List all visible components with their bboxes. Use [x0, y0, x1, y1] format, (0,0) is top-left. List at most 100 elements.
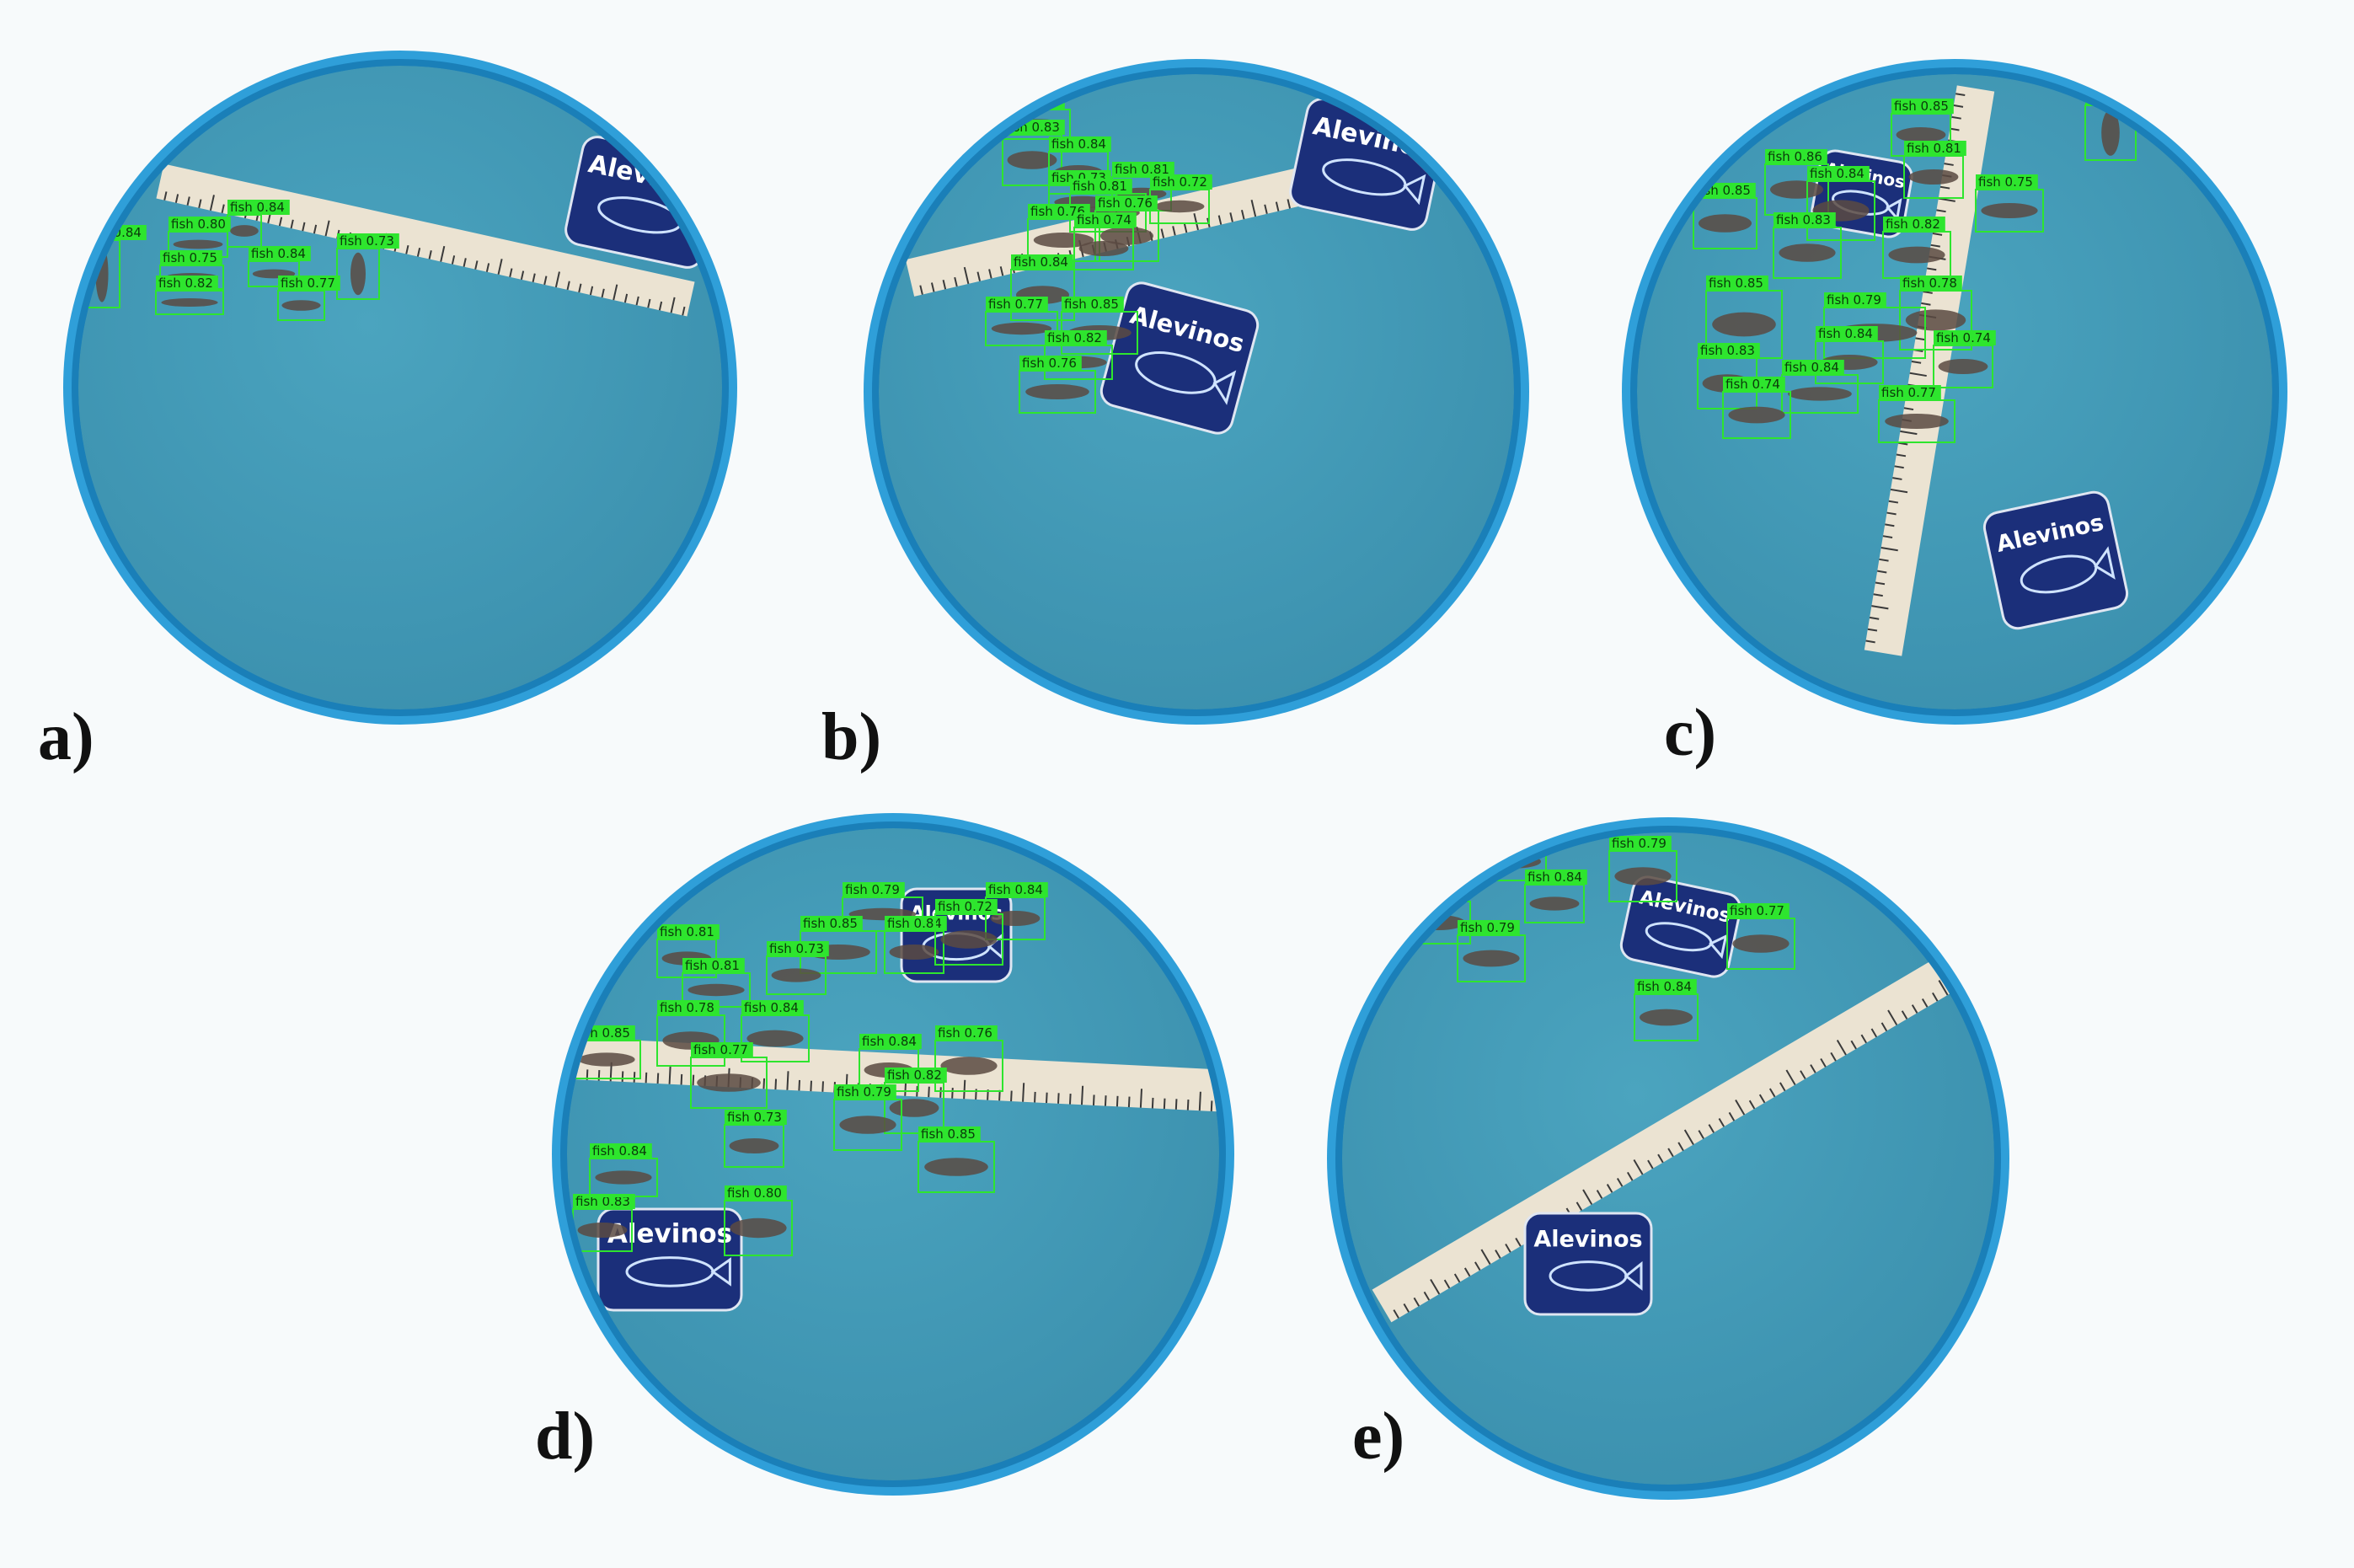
detection: fish 0.74	[1073, 212, 1137, 270]
fish	[991, 322, 1052, 335]
detection: fish 0.81	[1903, 141, 1966, 199]
fish	[1712, 312, 1776, 337]
detection-label: fish 0.78	[1902, 276, 1957, 291]
detection-label-bg	[741, 1000, 804, 1015]
detection: fish 0.73	[336, 233, 399, 300]
detection-label-bg	[573, 1194, 635, 1209]
detection-label: fish 0.84	[862, 1034, 917, 1049]
detection-label: fish 0.77	[693, 1042, 748, 1057]
fish	[1025, 384, 1089, 399]
detection: fish 0.84	[741, 1000, 810, 1062]
detection: fish 0.85	[800, 916, 877, 974]
detection-label: fish 0.72	[938, 899, 992, 914]
fish	[578, 1052, 635, 1067]
detection: fish 0.83	[572, 1194, 635, 1252]
detection-label: fish 0.77	[1730, 903, 1784, 918]
detection-label: fish 0.79	[837, 1084, 891, 1100]
detection-label-bg	[337, 233, 399, 249]
detection: fish 0.77	[277, 276, 340, 321]
detection-label: fish 0.84	[1527, 870, 1582, 885]
fish	[1728, 406, 1785, 424]
fish	[1100, 227, 1153, 245]
detection-label: fish 0.83	[1700, 343, 1755, 358]
detection-label-bg	[1011, 254, 1073, 270]
detection-label: fish 0.80	[727, 1185, 782, 1201]
detection-label-bg	[935, 1025, 998, 1041]
detection-label: fish 0.81	[685, 958, 740, 973]
detection-label: fish 0.77	[281, 276, 335, 291]
detection: fish 0.85	[1891, 99, 1954, 157]
detection-label: fish 0.84	[1051, 136, 1106, 152]
detection-label: fish 0.74	[1077, 212, 1132, 227]
fish	[729, 1138, 779, 1153]
detection-label-bg	[1727, 903, 1790, 918]
fish	[1905, 309, 1966, 331]
fish	[1078, 241, 1129, 256]
fish	[230, 225, 259, 237]
detection-label: fish 0.85	[1709, 276, 1763, 291]
fish	[940, 930, 998, 949]
detection-label: fish 0.76	[1098, 195, 1153, 211]
detection-label-bg	[1019, 356, 1082, 371]
detection-label-bg	[1045, 330, 1107, 345]
fish	[889, 945, 939, 960]
panel-c-label: c)	[1664, 696, 1717, 770]
detection-label-bg	[1807, 166, 1870, 181]
detection-label-bg	[278, 276, 340, 291]
detection-label-bg	[1112, 162, 1174, 177]
detection-label-bg	[843, 882, 905, 897]
detection-label-bg	[1891, 99, 1954, 114]
detection-label: fish 0.82	[1047, 330, 1102, 345]
detection-label-bg	[859, 1034, 922, 1049]
detection-label-bg	[918, 1126, 981, 1142]
detection: fish 0.84	[248, 246, 311, 287]
detection-label-bg	[1765, 149, 1827, 164]
detection: fish 0.76	[934, 1025, 1003, 1092]
svg-text:Alevinos: Alevinos	[607, 1219, 732, 1250]
fish	[1614, 867, 1672, 886]
detection-label: fish 0.81	[1907, 141, 1961, 156]
detection-label-bg	[1883, 217, 1945, 232]
detection-label: fish 0.72	[1153, 174, 1207, 190]
detection: fish 0.77	[985, 297, 1058, 346]
detection-label: fish 0.84	[230, 200, 285, 215]
detection-label: fish 0.81	[1073, 179, 1127, 194]
detection-label: fish 0.79	[1612, 836, 1667, 851]
detection: fish 0.76	[1019, 356, 1096, 414]
detection: fish 0.83	[1773, 212, 1842, 279]
detection-label: fish 0.84	[988, 882, 1043, 897]
detection: fish 0.85	[918, 1126, 995, 1193]
detection-label: fish 0.84	[1637, 979, 1692, 994]
detection-label-bg	[725, 1185, 787, 1201]
detection-label: fish 0.76	[938, 1025, 992, 1041]
fish	[1732, 934, 1790, 953]
fish	[1007, 151, 1057, 169]
detection-label-bg	[160, 250, 222, 265]
alevinos-logo-secondary: Alevinos	[1523, 1212, 1653, 1316]
detection: fish 0.73	[766, 941, 829, 995]
ruler	[1372, 952, 1965, 1323]
panel-e-label: e)	[1352, 1399, 1405, 1474]
detection-label: fish 0.77	[1881, 385, 1936, 400]
fish	[839, 1116, 896, 1134]
detection-label: fish 0.81	[660, 924, 714, 939]
fish	[1033, 233, 1094, 248]
detection: fish 0.84	[1815, 326, 1884, 384]
detection-label-bg	[1095, 195, 1158, 211]
detection-label: fish 0.76	[1022, 356, 1077, 371]
detection: fish 0.84	[589, 1143, 658, 1197]
fish	[1938, 359, 1988, 374]
fish	[730, 1217, 787, 1239]
fish	[889, 1099, 939, 1117]
fish	[1529, 896, 1580, 911]
alevinos-logo-secondary: Alevinos	[1099, 281, 1260, 435]
detection-label-bg	[1525, 870, 1587, 885]
detection-label-bg	[1879, 385, 1941, 400]
detection: fish 0.82	[1044, 330, 1113, 380]
detection-label-bg	[1634, 979, 1697, 994]
detection-label: fish 0.73	[769, 941, 824, 956]
detection-label: fish 0.84	[1485, 827, 1540, 843]
